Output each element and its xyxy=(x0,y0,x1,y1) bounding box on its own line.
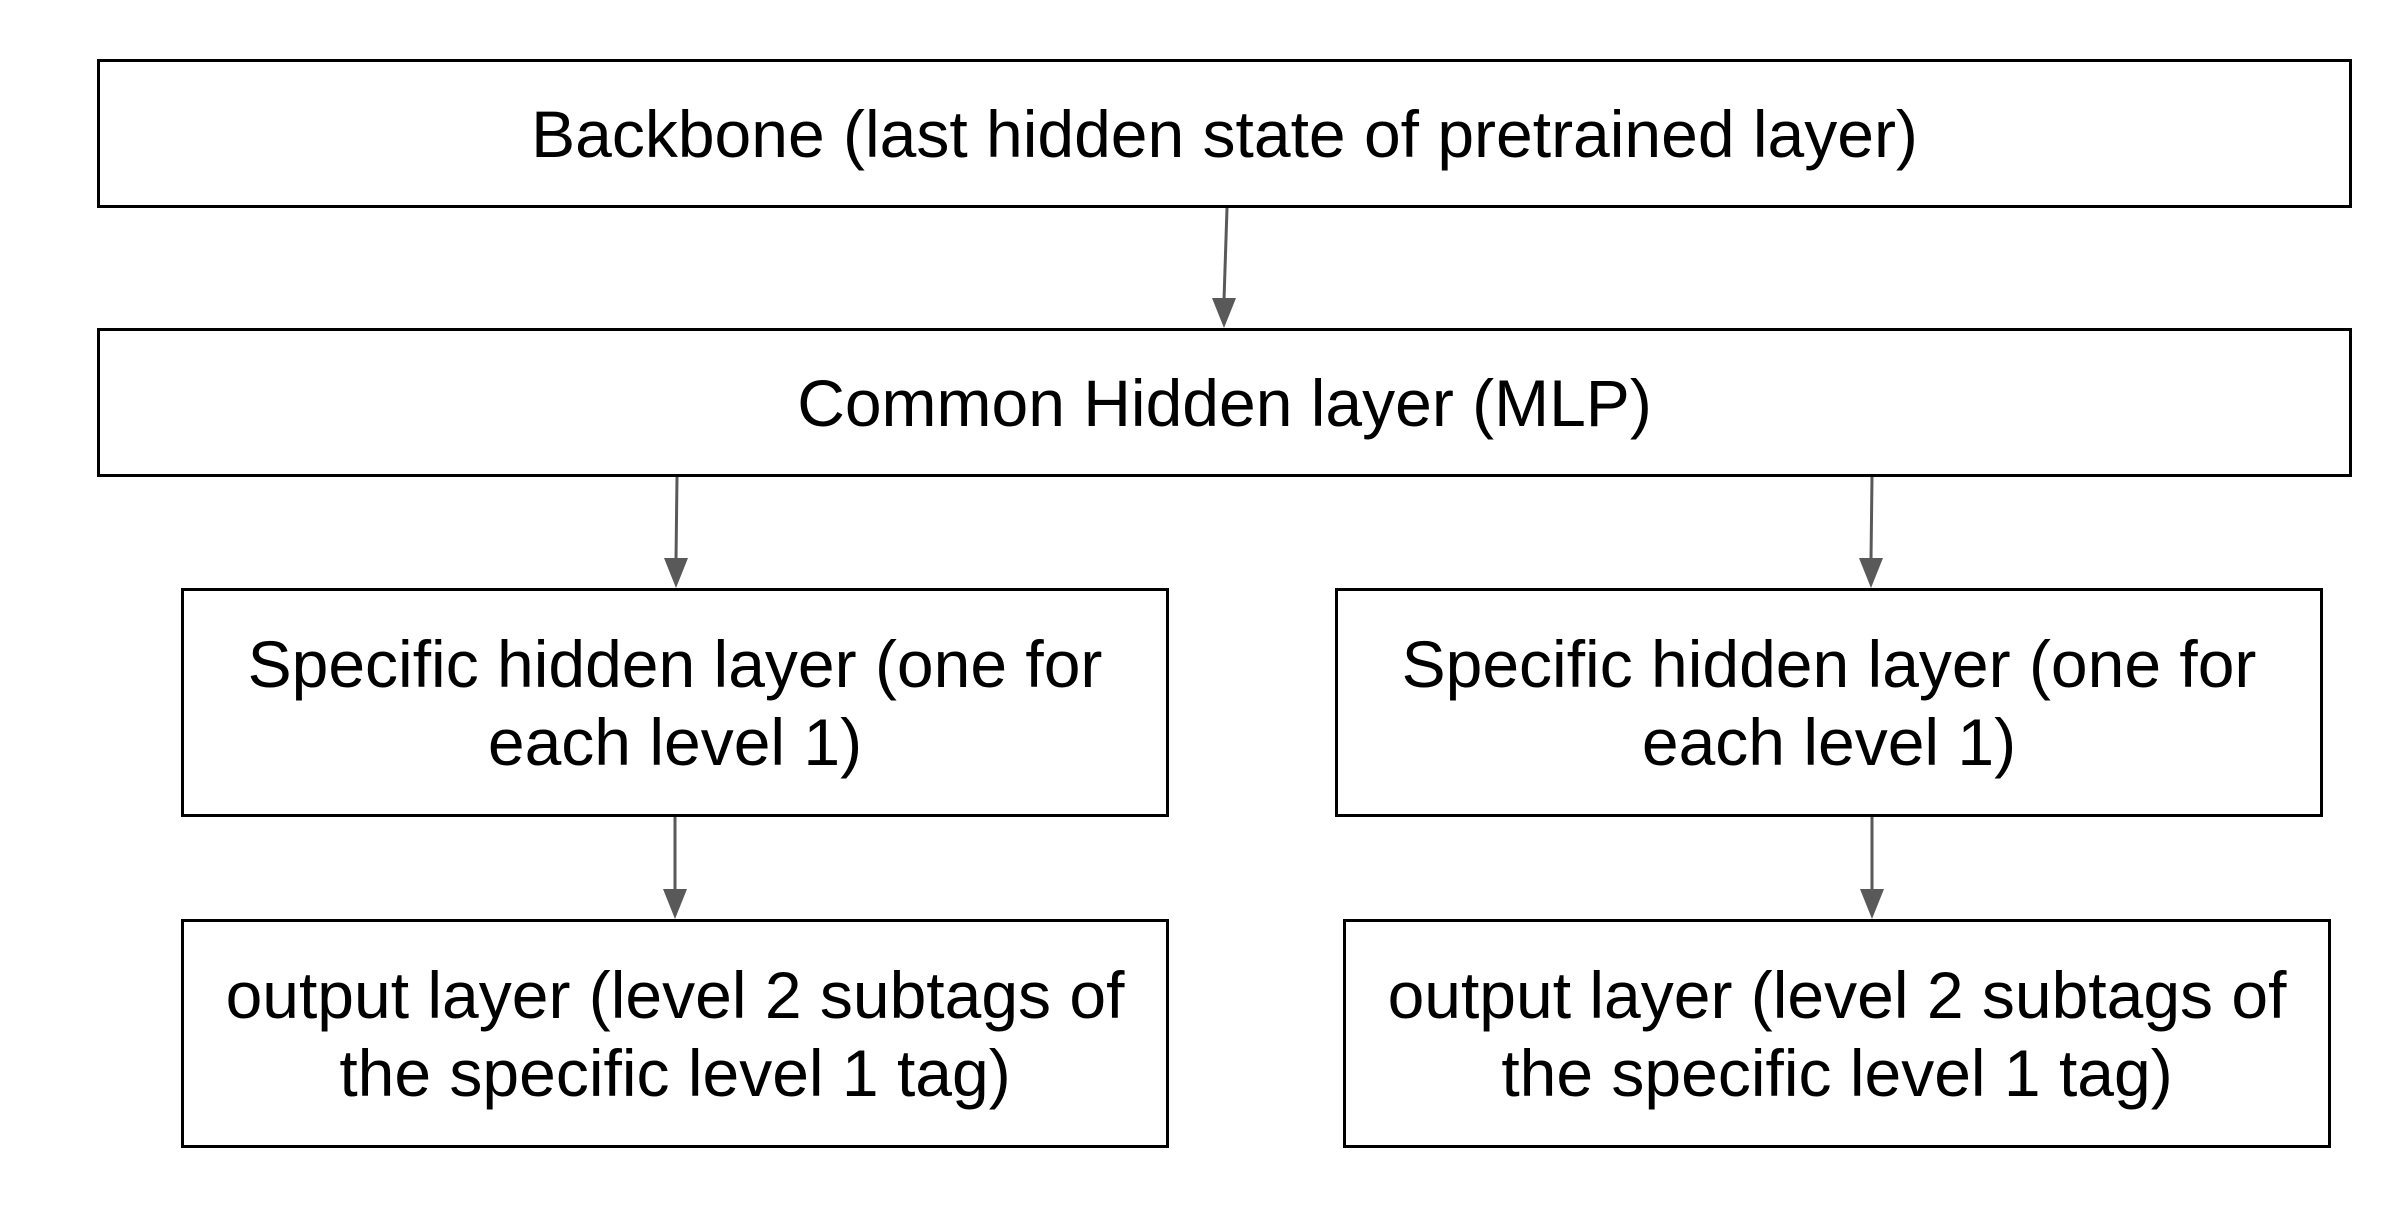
output-layer-right-label: output layer (level 2 subtags of the spe… xyxy=(1387,957,2287,1110)
output-layer-left-label: output layer (level 2 subtags of the spe… xyxy=(225,957,1125,1110)
edge-common-hidden-to-specific-right xyxy=(1859,476,1883,588)
backbone-label: Backbone (last hidden state of pretraine… xyxy=(531,96,1918,171)
output-layer-right-node: output layer (level 2 subtags of the spe… xyxy=(1343,919,2331,1148)
specific-hidden-layer-right-node: Specific hidden layer (one for each leve… xyxy=(1335,588,2323,817)
common-hidden-layer-label: Common Hidden layer (MLP) xyxy=(797,365,1652,440)
specific-hidden-layer-right-label: Specific hidden layer (one for each leve… xyxy=(1401,626,2257,779)
common-hidden-layer-node: Common Hidden layer (MLP) xyxy=(97,328,2352,477)
specific-hidden-layer-left-label: Specific hidden layer (one for each leve… xyxy=(247,626,1103,779)
edge-specific-right-to-output-right xyxy=(1860,817,1884,919)
specific-hidden-layer-left-node: Specific hidden layer (one for each leve… xyxy=(181,588,1169,817)
edge-specific-left-to-output-left xyxy=(663,817,687,919)
backbone-node: Backbone (last hidden state of pretraine… xyxy=(97,59,2352,208)
edge-common-hidden-to-specific-left xyxy=(664,476,688,588)
edge-backbone-to-common-hidden xyxy=(1212,207,1236,328)
output-layer-left-node: output layer (level 2 subtags of the spe… xyxy=(181,919,1169,1148)
